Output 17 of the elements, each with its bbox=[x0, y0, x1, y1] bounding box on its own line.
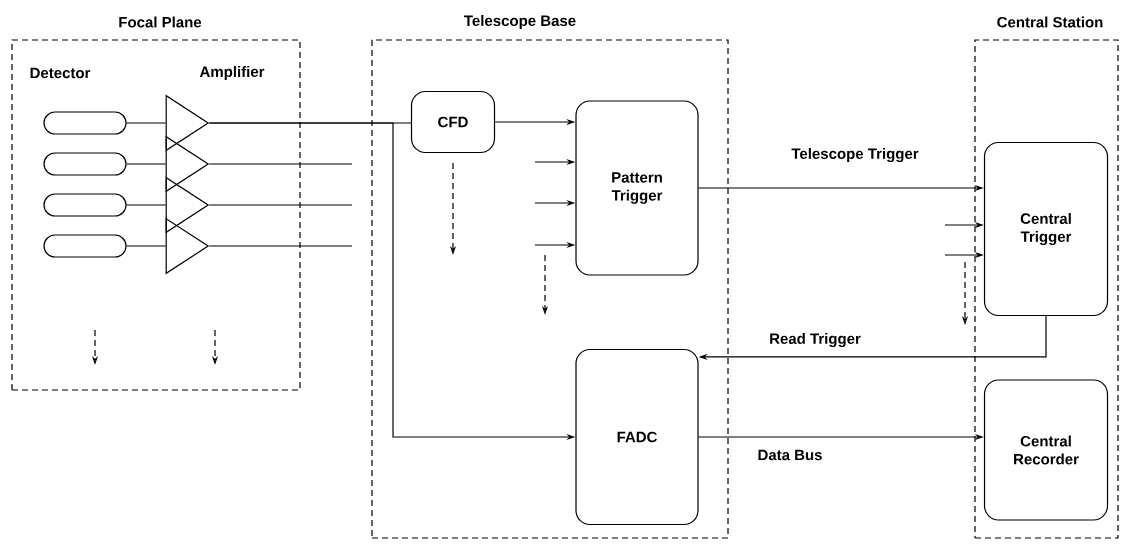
detector-tube bbox=[43, 234, 127, 258]
process-box: Pattern Trigger bbox=[575, 100, 699, 276]
node-label: Telescope Base bbox=[464, 15, 576, 29]
detector-tube bbox=[43, 152, 127, 176]
process-box: Central Trigger bbox=[983, 141, 1109, 317]
edge-label: Telescope Trigger bbox=[790, 147, 920, 164]
node-label: Central Station bbox=[997, 16, 1103, 28]
node-label: Focal Plane bbox=[119, 16, 202, 28]
detector-tube bbox=[43, 193, 127, 217]
edge-label: Read Trigger bbox=[768, 332, 862, 349]
column-label: Detector bbox=[30, 67, 91, 79]
edge-label: Data Bus bbox=[756, 448, 824, 462]
process-box: CFD bbox=[410, 90, 496, 154]
column-label: Amplifier bbox=[199, 66, 265, 80]
detector-tube bbox=[43, 111, 127, 135]
process-box: Central Recorder bbox=[983, 379, 1109, 521]
process-box: FADC bbox=[575, 348, 699, 526]
